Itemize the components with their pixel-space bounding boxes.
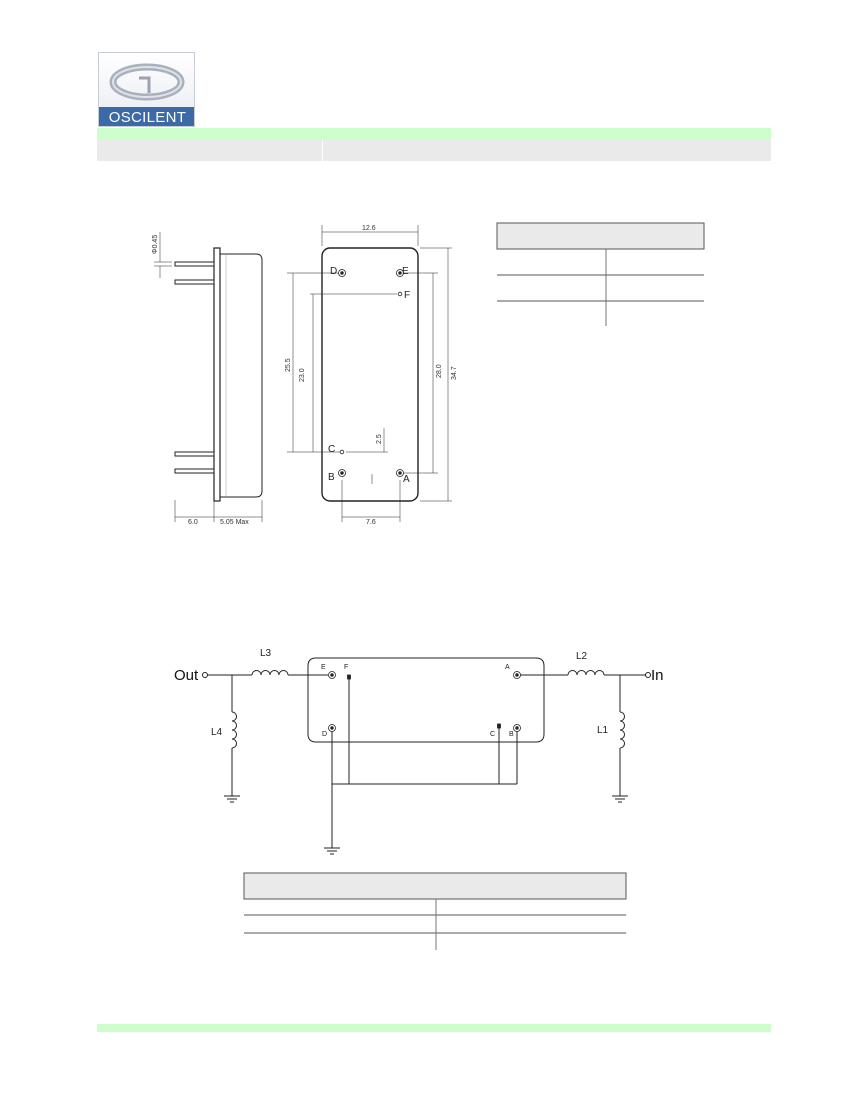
dim-pin-row: 7.6 <box>366 519 376 526</box>
schematic-pin-terminals <box>328 671 521 732</box>
schematic-pin-f: F <box>344 664 348 671</box>
test-circuit-table <box>243 872 627 950</box>
schematic-pin-a: A <box>505 664 510 671</box>
inductor-label-l3: L3 <box>260 648 272 659</box>
inductor-label-l4: L4 <box>211 727 223 738</box>
logo-mark <box>99 53 194 107</box>
top-view-drawing <box>287 225 452 522</box>
dim-pin-length: 6.0 <box>188 519 198 526</box>
schematic-pin-c: C <box>490 731 495 738</box>
schematic-in-label: In <box>651 667 664 684</box>
dim-small: 2.5 <box>376 434 383 444</box>
side-view-pins <box>174 261 215 474</box>
dim-span-inner: 23.0 <box>299 368 306 382</box>
header-title-bar <box>97 140 771 161</box>
pin-label-c: C <box>328 444 335 455</box>
footer-band <box>97 1024 771 1032</box>
inductor-label-l2: L2 <box>576 651 588 662</box>
schematic-out-label: Out <box>174 667 199 684</box>
logo-text: OSCILENT <box>99 107 194 126</box>
dim-width: 12.6 <box>362 225 376 232</box>
logo-swoosh-graphic <box>109 63 185 101</box>
oscilent-logo: OSCILENT <box>98 52 195 127</box>
pin-label-d: D <box>330 266 337 277</box>
inductor-label-l1: L1 <box>597 725 609 736</box>
pin-label-a: A <box>403 474 410 485</box>
header-divider <box>322 140 323 161</box>
pin-function-table <box>496 222 705 326</box>
dim-span-right: 28.0 <box>436 364 443 378</box>
test-circuit-schematic <box>202 657 651 855</box>
dim-pin-diameter: Φ0.45 <box>152 235 159 254</box>
schematic-pin-b: B <box>509 731 514 738</box>
header-band <box>97 128 771 140</box>
dim-length: 34.7 <box>451 366 458 380</box>
top-view-pin-holes <box>338 269 404 477</box>
pin-label-b: B <box>328 472 335 483</box>
side-view-drawing <box>154 232 263 522</box>
pin-label-f: F <box>404 290 410 301</box>
schematic-pin-e: E <box>321 664 326 671</box>
dim-height: 5.05 Max <box>220 519 249 526</box>
pin-label-e: E <box>402 266 409 277</box>
dim-span-outer: 25.5 <box>285 358 292 372</box>
schematic-pin-d: D <box>322 731 327 738</box>
